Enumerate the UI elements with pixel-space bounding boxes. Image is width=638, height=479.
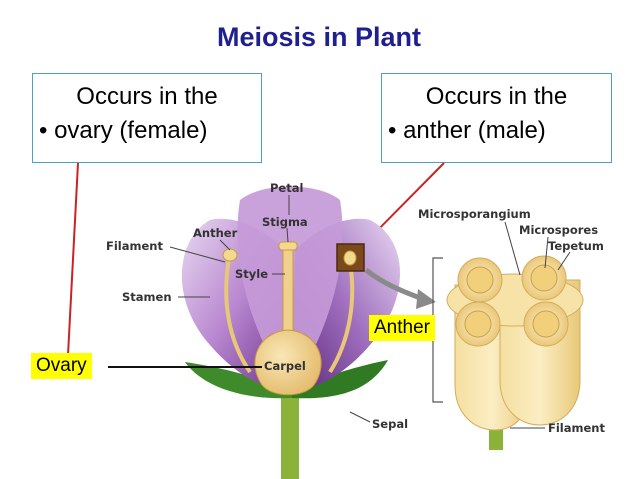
microspores-3 — [464, 310, 492, 338]
male-note-line2: anther (male) — [403, 117, 546, 144]
label-filament: Filament — [106, 239, 163, 253]
label-tepetum: Tepetum — [548, 239, 604, 253]
microspores-4 — [532, 310, 560, 338]
leader-anther — [219, 239, 231, 251]
leader-microspores — [544, 236, 549, 269]
male-note-box: Occurs in the • anther (male) — [381, 73, 612, 163]
ovary-tag: Ovary — [31, 353, 92, 379]
female-note-line2: ovary (female) — [54, 117, 208, 144]
label-style: Style — [235, 267, 268, 281]
stamen-right-anther — [343, 250, 357, 266]
page-title: Meiosis in Plant — [216, 22, 422, 52]
sepal-right — [292, 360, 388, 399]
zoom-arrowhead — [416, 289, 436, 309]
stamen-right-filament — [328, 261, 355, 374]
leader-microsporangium — [504, 221, 521, 276]
stamen-left-filament — [224, 257, 252, 374]
label-microspores: Microspores — [519, 223, 598, 237]
microspores-1 — [466, 266, 494, 294]
stem — [281, 395, 299, 479]
label-carpel: Carpel — [264, 359, 306, 373]
carpel — [254, 329, 322, 396]
male-note-line1: Occurs in the — [425, 83, 568, 110]
female-note-line1: Occurs in the — [76, 83, 218, 110]
leader-stigma — [286, 227, 289, 243]
label-petal: Petal — [270, 181, 303, 195]
zoom-arrow — [364, 268, 421, 301]
ovary-pointer-line — [67, 162, 79, 356]
label-sepal: Sepal — [372, 417, 408, 431]
sepal-left — [185, 362, 292, 399]
female-note-box: Occurs in the • ovary (female) — [32, 73, 262, 163]
leader-sepal — [349, 411, 371, 423]
microspores-2 — [530, 264, 558, 292]
label-anther: Anther — [193, 226, 238, 240]
label-microsporangium: Microsporangium — [418, 207, 531, 221]
label-stamen: Stamen — [122, 290, 172, 304]
female-note-bullet: • ovary (female) — [39, 117, 208, 144]
label-stigma: Stigma — [262, 215, 308, 229]
leader-filament — [169, 246, 226, 263]
anther-tag: Anther — [369, 315, 435, 341]
stamen-left-anther — [222, 248, 238, 262]
style — [282, 246, 294, 333]
label-anther-filament: Filament — [548, 421, 605, 435]
leader-tepetum — [557, 251, 571, 271]
male-note-bullet: • anther (male) — [388, 117, 546, 144]
stigma — [278, 241, 298, 251]
